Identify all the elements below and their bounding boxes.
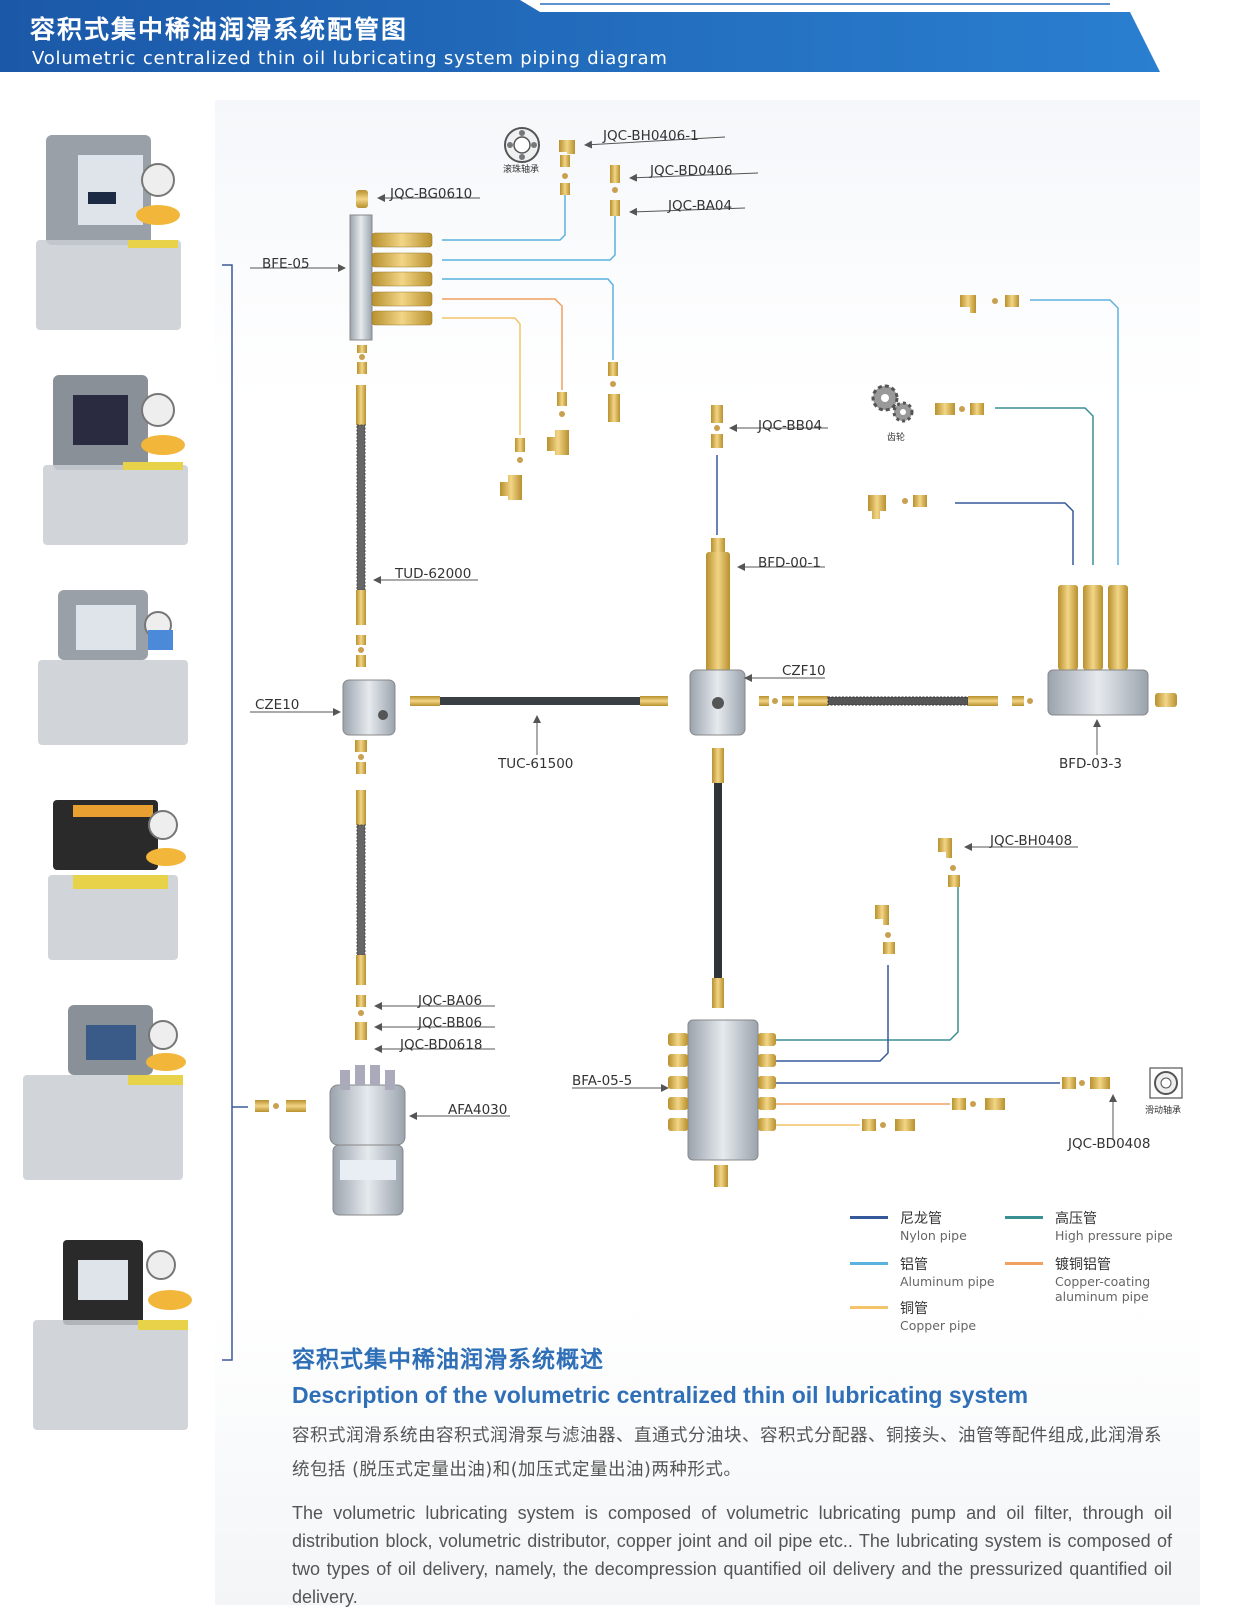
lower-spring-hose [355,790,367,1040]
cze10-junction [342,679,396,774]
leader-lines [250,136,1117,1140]
page-title-zh: 容积式集中稀油润滑系统配管图 [30,15,409,44]
pump-image-6 [33,1240,192,1430]
label-jqc-bd0408: JQC-BD0408 [1067,1136,1150,1152]
label-jqc-bd0618: JQC-BD0618 [399,1037,482,1053]
label-ball-bearing: 滚珠轴承 [503,163,539,175]
legend-swatch-nylon [850,1216,888,1219]
pump-image-4 [48,800,186,960]
label-jqc-bg0610: JQC-BG0610 [389,186,472,202]
pump-image-1 [36,135,181,330]
label-jqc-bd0406: JQC-BD0406 [649,163,732,179]
gear-icon [871,384,914,423]
label-jqc-bh0408: JQC-BH0408 [989,833,1072,849]
pump-image-5 [23,1005,186,1180]
label-tud-62000: TUD-62000 [394,566,471,582]
label-jqc-ba06: JQC-BA06 [417,993,482,1009]
bfd-00-1-distributor [706,405,730,672]
label-bfd-03-3: BFD-03-3 [1059,756,1122,772]
fittings [500,140,1110,1131]
pump-image-2 [43,375,188,545]
left-bracket [222,264,248,1361]
label-gear: 齿轮 [887,431,905,443]
label-bfa-05-5: BFA-05-5 [572,1073,632,1089]
sliding-bearing-icon [1149,1067,1183,1099]
label-jqc-ba04: JQC-BA04 [667,198,732,214]
label-jqc-bb06: JQC-BB06 [417,1015,482,1031]
label-cze10: CZE10 [255,697,299,713]
label-bfe-05: BFE-05 [262,256,310,272]
part-labels: JQC-BH0406-1 滚珠轴承 JQC-BD0406 JQC-BA04 JQ… [255,128,1181,1152]
description-title-zh: 容积式集中稀油润滑系统概述 [292,1347,604,1373]
description-section: 容积式集中稀油润滑系统概述 Description of the volumet… [292,1340,1172,1611]
label-tuc-61500: TUC-61500 [497,756,573,772]
label-jqc-bb04: JQC-BB04 [757,418,822,434]
label-czf10: CZF10 [782,663,826,679]
legend-swatch-high-pressure [1005,1216,1043,1219]
description-title-en: Description of the volumetric centralize… [292,1382,1029,1408]
description-text-zh: 容积式润滑系统由容积式润滑泵与滤油器、直通式分油块、容积式分配器、铜接头、油管等… [292,1426,1163,1480]
description-text-en: The volumetric lubricating system is com… [292,1503,1172,1607]
legend-swatch-aluminum [850,1262,888,1265]
bfa-05-5-manifold [668,1019,776,1187]
legend-swatch-copper [850,1306,888,1309]
legend-swatch-copper-coating [1005,1262,1043,1265]
bfd-03-3-distributor [1047,585,1177,716]
header-banner [0,0,1160,72]
pump-image-3 [38,590,188,745]
vertical-hp-hose [712,748,724,1008]
page-title-en: Volumetric centralized thin oil lubricat… [32,48,668,69]
afa4030-filter [255,1065,406,1216]
label-bfd-00-1: BFD-00-1 [758,555,821,571]
diagram-background [215,100,1200,1605]
pipes [442,195,1119,1126]
label-jqc-bh0406-1: JQC-BH0406-1 [602,128,699,144]
czf10-junction [689,669,1033,736]
pipe-legend: 尼龙管 Nylon pipe 高压管 High pressure pipe 铝管… [850,1208,1210,1338]
bfe-05-manifold [349,190,433,374]
label-sliding-bearing: 滑动轴承 [1145,1104,1181,1116]
label-afa4030: AFA4030 [448,1102,507,1118]
tud-62000-hose [356,385,366,667]
ball-bearing-icon [504,127,540,163]
tuc-61500-hose [410,696,668,706]
